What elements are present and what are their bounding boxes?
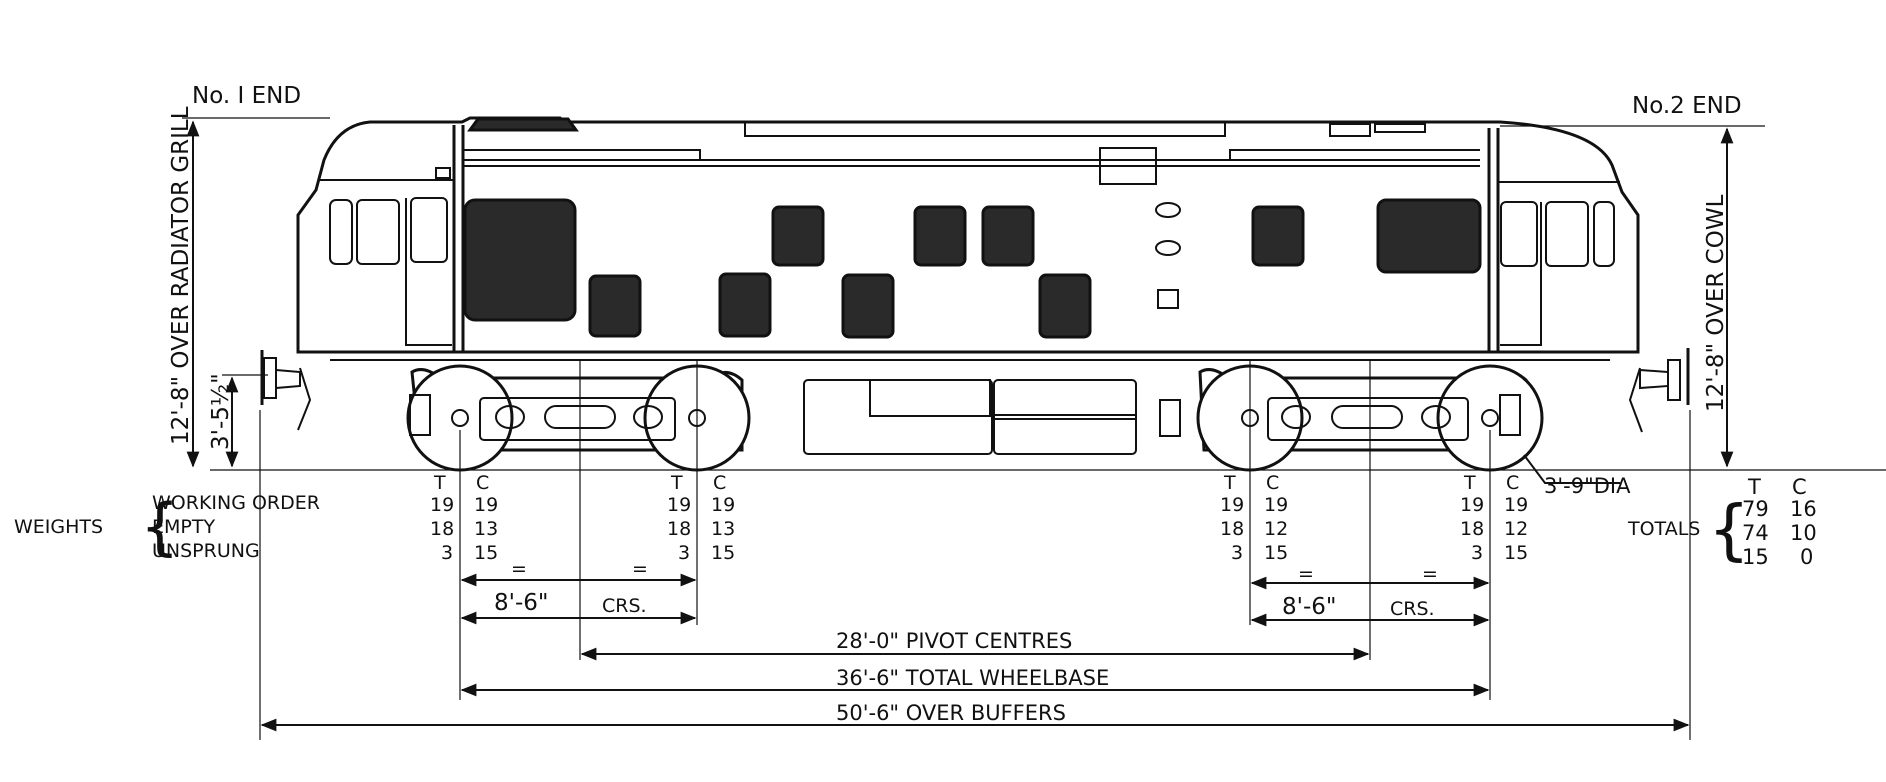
axle4-c-working: 19 xyxy=(1504,494,1528,516)
axle4-c-unsprung: 15 xyxy=(1504,542,1528,564)
locomotive-body xyxy=(260,116,1690,455)
axle2-c-unsprung: 15 xyxy=(711,542,735,564)
axle2-col-t: T xyxy=(670,472,683,494)
totals-c-working: 16 xyxy=(1790,497,1817,521)
over-buffers-label: 50'-6" OVER BUFFERS xyxy=(836,701,1066,725)
axle1-c-unsprung: 15 xyxy=(474,542,498,564)
height-label-radiator-grill: 12'-8" OVER RADIATOR GRILL xyxy=(168,106,194,445)
axle2-t-unsprung: 3 xyxy=(678,542,690,564)
bogie2-equal-mark-a: = xyxy=(1298,563,1314,585)
weights-brace: { xyxy=(140,490,179,563)
bogie1-crs-label: CRS. xyxy=(602,595,647,617)
axle4-t-working: 19 xyxy=(1460,494,1484,516)
totals-label: TOTALS xyxy=(1627,518,1700,540)
axle1-c-working: 19 xyxy=(474,494,498,516)
weights-row-working: WORKING ORDER xyxy=(152,492,320,514)
axle4-col-c: C xyxy=(1506,472,1519,494)
bogie1-dimensions: = = 8'-6" CRS. xyxy=(460,558,697,625)
totals-c-unsprung: 0 xyxy=(1800,545,1813,569)
bogie1-equal-mark-a: = xyxy=(511,558,527,580)
pivot-centres-label: 28'-0" PIVOT CENTRES xyxy=(836,629,1072,653)
axle4-t-unsprung: 3 xyxy=(1471,542,1483,564)
axle1-t-working: 19 xyxy=(430,494,454,516)
totals-col-t: T xyxy=(1747,475,1761,499)
buffer-height-label: 3'-5½" xyxy=(208,373,234,450)
axle4-t-empty: 18 xyxy=(1460,518,1484,540)
weights-row-empty: EMPTY xyxy=(152,516,215,538)
height-label-over-cowl: 12'-8" OVER COWL xyxy=(1703,194,1729,412)
bogie-no1 xyxy=(406,364,751,472)
totals-t-unsprung: 15 xyxy=(1742,545,1769,569)
axle3-t-unsprung: 3 xyxy=(1231,542,1243,564)
totals-c-empty: 10 xyxy=(1790,521,1817,545)
axle3-c-empty: 12 xyxy=(1264,518,1288,540)
bogie2-crs-label: CRS. xyxy=(1390,598,1435,620)
axle2-c-empty: 13 xyxy=(711,518,735,540)
axle2-t-empty: 18 xyxy=(667,518,691,540)
bogie1-wheelbase-label: 8'-6" xyxy=(494,590,548,616)
totals-col-c: C xyxy=(1792,475,1807,499)
axle3-c-working: 19 xyxy=(1264,494,1288,516)
axle1-t-unsprung: 3 xyxy=(441,542,453,564)
axle2-t-working: 19 xyxy=(667,494,691,516)
bogie2-equal-mark-b: = xyxy=(1422,563,1438,585)
bogie2-dimensions: = = 8'-6" CRS. xyxy=(1250,563,1490,627)
end-label-right: No.2 END xyxy=(1632,93,1742,119)
weights-table: WEIGHTS { WORKING ORDER EMPTY UNSPRUNG T… xyxy=(14,472,1817,569)
axle4-col-t: T xyxy=(1463,472,1476,494)
wheel-dia-leader xyxy=(1523,454,1620,484)
bogie1-equal-mark-b: = xyxy=(632,558,648,580)
end-label-left: No. I END xyxy=(192,83,301,109)
axle4-c-empty: 12 xyxy=(1504,518,1528,540)
wheel-dia-label: 3'-9"DIA xyxy=(1544,474,1631,498)
axle3-t-empty: 18 xyxy=(1220,518,1244,540)
bogie2-wheelbase-label: 8'-6" xyxy=(1282,594,1336,620)
totals-t-working: 79 xyxy=(1742,497,1769,521)
weights-label: WEIGHTS xyxy=(14,516,103,538)
axle1-c-empty: 13 xyxy=(474,518,498,540)
axle3-t-working: 19 xyxy=(1220,494,1244,516)
bogie-no2 xyxy=(1159,364,1544,472)
axle3-c-unsprung: 15 xyxy=(1264,542,1288,564)
totals-brace: { xyxy=(1708,491,1750,568)
axle1-col-t: T xyxy=(433,472,446,494)
axle1-t-empty: 18 xyxy=(430,518,454,540)
axle3-col-c: C xyxy=(1266,472,1279,494)
axle2-c-working: 19 xyxy=(711,494,735,516)
axle1-col-c: C xyxy=(476,472,489,494)
axle2-col-c: C xyxy=(713,472,726,494)
weights-row-unsprung: UNSPRUNG xyxy=(152,540,260,562)
total-wheelbase-label: 36'-6" TOTAL WHEELBASE xyxy=(836,666,1109,690)
totals-t-empty: 74 xyxy=(1742,521,1769,545)
axle3-col-t: T xyxy=(1223,472,1236,494)
